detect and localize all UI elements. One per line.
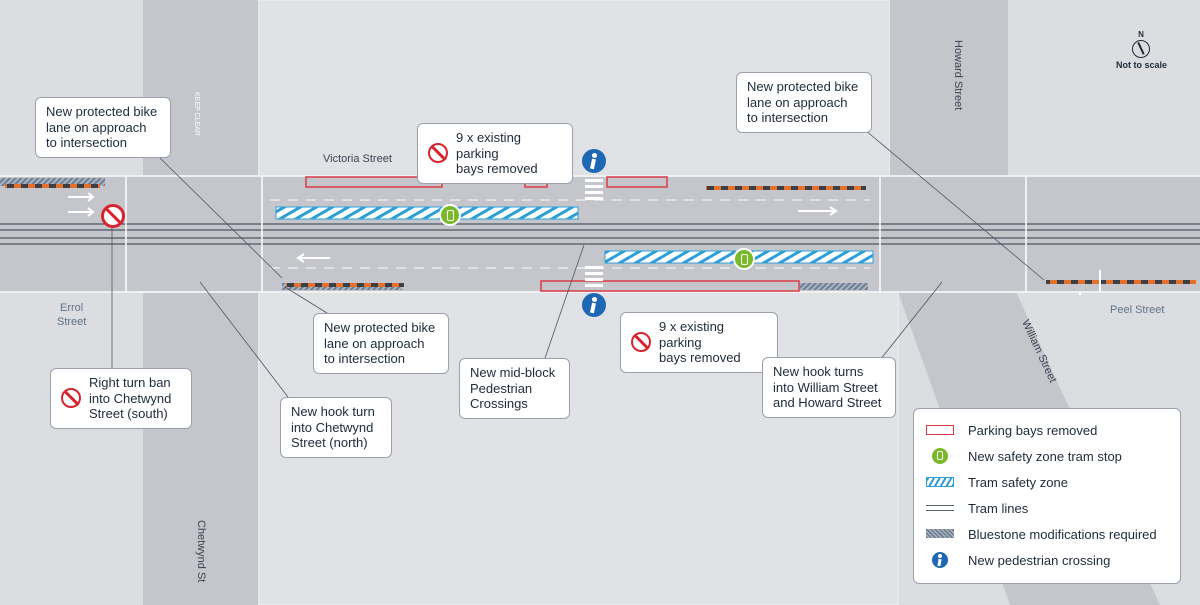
parking-bay-removed [606, 176, 668, 188]
legend-item: Bluestone modifications required [926, 521, 1168, 547]
compass-icon [1132, 40, 1150, 58]
parking-bay-removed [540, 280, 800, 292]
tram-stop-icon [932, 448, 948, 464]
callout-bike-lane-south: New protected bike lane on approach to i… [313, 313, 449, 374]
peel-street-label: Peel Street [1110, 304, 1165, 316]
keep-clear-marking: KEEP CLEAR [193, 92, 200, 136]
parking-bays-removed-symbol [926, 425, 954, 435]
legend-label: Bluestone modifications required [968, 526, 1157, 542]
legend-item: New pedestrian crossing [926, 547, 1168, 573]
callout-hook-turns-william: New hook turns into William Street and H… [762, 357, 896, 418]
errol-street-label: Errol [60, 302, 84, 314]
howard-street [890, 0, 1008, 176]
bike-lane-barrier [706, 186, 866, 190]
chetwynd-street-label: Chetwynd St [195, 520, 207, 583]
bike-lane-barrier [5, 184, 100, 188]
mid-block-crossing-north [585, 179, 603, 200]
errol-street-label-2: Street [57, 316, 87, 328]
legend-item: Parking bays removed [926, 417, 1168, 443]
bike-lane-barrier [1046, 280, 1196, 284]
callout-leaders [111, 129, 1045, 398]
callout-right-turn-ban: Right turn ban into Chetwynd Street (sou… [50, 368, 192, 429]
pedestrian-crossing-icon [582, 293, 606, 317]
callout-hook-turn-chetwynd: New hook turn into Chetwynd Street (nort… [280, 397, 392, 458]
callout-mid-block-crossings: New mid-block Pedestrian Crossings [459, 358, 570, 419]
no-parking-icon [631, 332, 651, 353]
north-label: N [1138, 30, 1144, 39]
tram-safety-zone [275, 206, 579, 220]
victoria-street-label: Victoria Street [323, 153, 392, 165]
map-legend: Parking bays removed New safety zone tra… [913, 408, 1181, 584]
tram-safety-zone-symbol [926, 477, 954, 487]
pedestrian-crossing-icon [582, 149, 606, 173]
bluestone-symbol [926, 529, 954, 538]
callout-parking-south: 9 x existing parking bays removed [620, 312, 778, 373]
no-parking-icon [428, 143, 448, 164]
legend-item: Tram lines [926, 495, 1168, 521]
legend-label: Tram safety zone [968, 474, 1068, 490]
howard-street-label: Howard Street [952, 40, 964, 111]
chetwynd-street-south [143, 292, 258, 605]
mid-block-crossing-south [585, 266, 603, 287]
bluestone-modification [0, 178, 105, 186]
tram-stop-icon [733, 248, 755, 270]
callout-bike-lane-east: New protected bike lane on approach to i… [736, 72, 872, 133]
callout-parking-north: 9 x existing parking bays removed [417, 123, 573, 184]
bluestone-modification [800, 283, 868, 290]
bike-lane-barrier [286, 283, 404, 287]
legend-label: New safety zone tram stop [968, 448, 1122, 464]
tram-lines-symbol [926, 505, 954, 511]
pedestrian-crossing-icon [932, 552, 948, 568]
no-right-turn-icon [101, 204, 125, 228]
lane-arrow [68, 192, 1101, 295]
legend-label: New pedestrian crossing [968, 552, 1111, 568]
callout-bike-lane-west: New protected bike lane on approach to i… [35, 97, 171, 158]
tram-stop-icon [439, 204, 461, 226]
scale-note: Not to scale [1116, 60, 1168, 70]
legend-item: Tram safety zone [926, 469, 1168, 495]
compass: N Not to scale [1116, 30, 1168, 70]
no-right-turn-icon [61, 388, 81, 409]
legend-label: Tram lines [968, 500, 1029, 516]
legend-item: New safety zone tram stop [926, 443, 1168, 469]
legend-label: Parking bays removed [968, 422, 1098, 438]
